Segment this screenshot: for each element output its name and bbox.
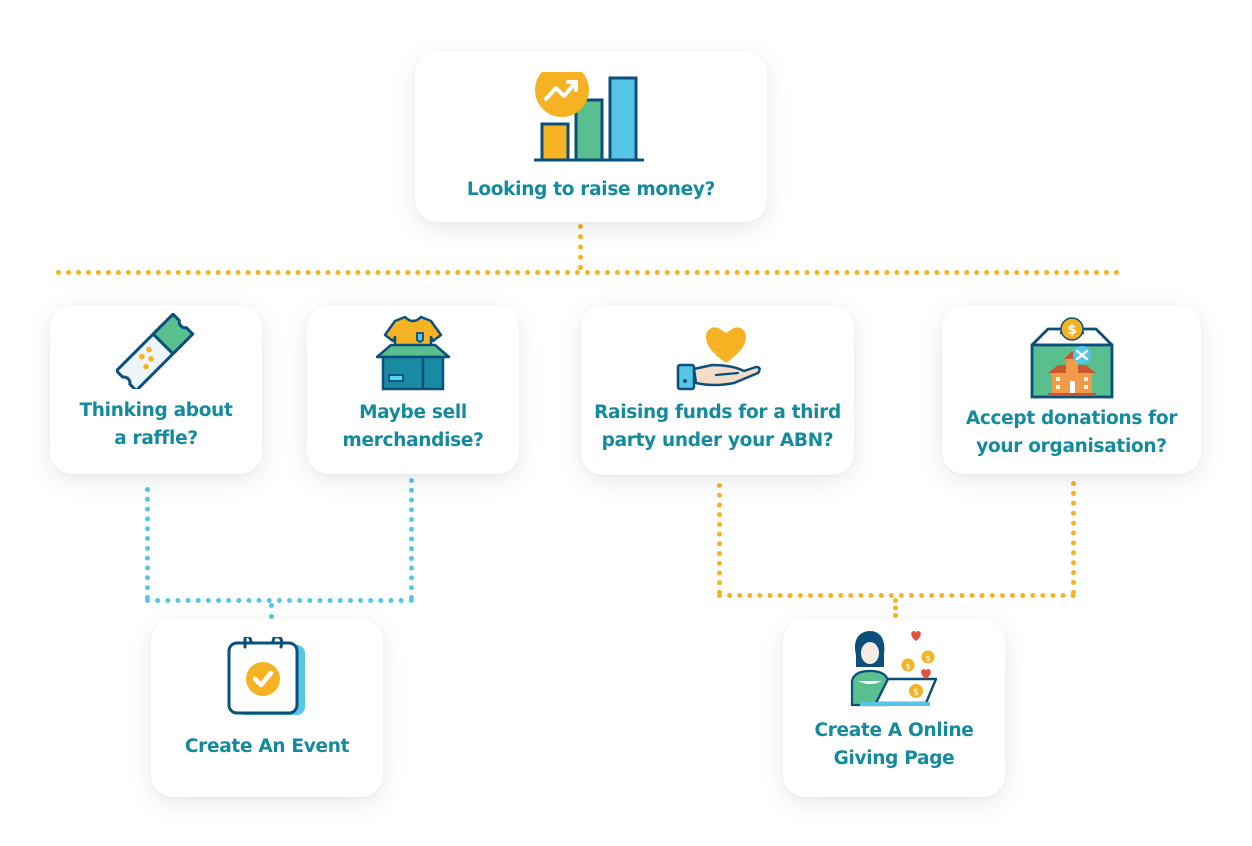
root-question-label: Looking to raise money? bbox=[466, 179, 716, 200]
online-giving-icon: $ $ $ bbox=[850, 631, 938, 707]
option-label-merchandise: Maybe sell merchandise? bbox=[342, 402, 484, 451]
option-card-merchandise[interactable]: Maybe sell merchandise? bbox=[307, 305, 519, 474]
svg-text:$: $ bbox=[1067, 323, 1076, 338]
calendar-check-icon bbox=[227, 637, 305, 715]
option-label-donations: Accept donations for your organisation? bbox=[965, 408, 1178, 457]
connector-raffle-down bbox=[145, 487, 150, 600]
option-card-raffle[interactable]: Thinking about a raffle? bbox=[50, 305, 262, 474]
connector-main-horizontal bbox=[56, 270, 1120, 275]
option-card-donations[interactable]: $ Accept donations for your organisation… bbox=[942, 305, 1201, 474]
connector-event-down bbox=[269, 603, 274, 619]
connector-giving-horizontal bbox=[717, 593, 1076, 598]
connector-merchandise-down bbox=[409, 478, 414, 600]
outcome-label-event: Create An Event bbox=[184, 736, 350, 757]
outcome-label-giving-page: Create A Online Giving Page bbox=[814, 720, 974, 769]
connector-donations-down bbox=[1071, 481, 1076, 595]
connector-third-party-down bbox=[717, 483, 722, 595]
connector-root-down bbox=[578, 224, 583, 270]
option-label-third-party: Raising funds for a third party under yo… bbox=[594, 402, 841, 451]
svg-text:$: $ bbox=[905, 662, 910, 671]
outcome-card-event[interactable]: Create An Event bbox=[151, 619, 383, 797]
bar-chart-growth-icon bbox=[534, 72, 644, 162]
root-question-card[interactable]: Looking to raise money? bbox=[415, 52, 767, 222]
connector-giving-down bbox=[893, 598, 898, 618]
svg-text:$: $ bbox=[913, 688, 919, 698]
outcome-card-giving-page[interactable]: $ $ $ Create A Online Giving Page bbox=[783, 619, 1005, 797]
donation-box-icon: $ bbox=[1030, 317, 1113, 399]
raffle-ticket-icon bbox=[116, 313, 195, 389]
connector-event-horizontal bbox=[145, 598, 414, 603]
option-label-raffle: Thinking about a raffle? bbox=[79, 400, 233, 449]
option-card-third-party[interactable]: Raising funds for a third party under yo… bbox=[581, 305, 854, 475]
svg-text:$: $ bbox=[925, 654, 930, 663]
hand-heart-icon bbox=[676, 327, 761, 391]
tshirt-box-icon bbox=[375, 315, 451, 391]
